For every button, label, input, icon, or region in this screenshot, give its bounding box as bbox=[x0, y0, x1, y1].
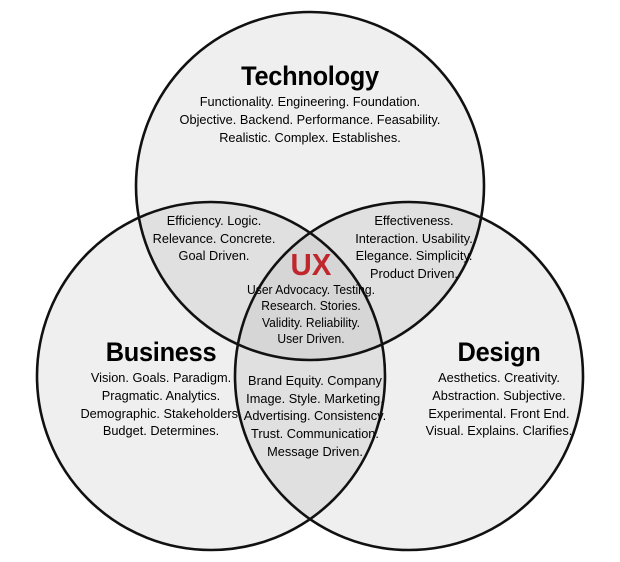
ux-line: User Driven. bbox=[277, 332, 345, 347]
technology-design-line: Product Driven. bbox=[370, 266, 458, 282]
technology-line: Objective. Backend. Performance. Feasabi… bbox=[179, 112, 441, 128]
business-line: Pragmatic. Analytics. bbox=[101, 388, 221, 404]
region-business: Business Vision. Goals. Paradigm. Pragma… bbox=[44, 338, 278, 440]
technology-business-line: Relevance. Concrete. bbox=[152, 230, 276, 246]
region-technology: Technology Functionality. Engineering. F… bbox=[168, 62, 452, 146]
technology-title: Technology bbox=[241, 61, 379, 91]
technology-design-line: Interaction. Usability. bbox=[355, 230, 473, 246]
ux-line: Validity. Reliability. bbox=[261, 315, 361, 330]
business-line: Demographic. Stakeholders. bbox=[80, 405, 242, 421]
business-design-line: Image. Style. Marketing. bbox=[246, 390, 384, 406]
business-design-line: Advertising. Consistency. bbox=[243, 408, 387, 424]
technology-design-line: Elegance. Simplicity. bbox=[355, 248, 473, 264]
region-technology-design-overlap: Effectiveness. Interaction. Usability. E… bbox=[336, 212, 492, 283]
technology-design-keywords: Effectiveness. Interaction. Usability. E… bbox=[339, 212, 489, 283]
overlap-center-fill bbox=[235, 202, 385, 360]
business-design-line: Message Driven. bbox=[267, 443, 363, 459]
business-line: Budget. Determines. bbox=[102, 423, 220, 439]
region-business-design-overlap: Brand Equity. Company Image. Style. Mark… bbox=[232, 372, 398, 460]
region-design: Design Aesthetics. Creativity. Abstracti… bbox=[396, 338, 602, 440]
ux-line: User Advocacy. Testing. bbox=[247, 283, 375, 297]
technology-line: Realistic. Complex. Establishes. bbox=[219, 129, 401, 145]
business-design-line: Trust. Communication. bbox=[251, 426, 379, 442]
business-design-line: Brand Equity. Company bbox=[248, 373, 382, 388]
design-line: Aesthetics. Creativity. bbox=[438, 370, 560, 386]
design-line: Experimental. Front End. bbox=[428, 405, 570, 421]
design-line: Visual. Explains. Clarifies. bbox=[425, 423, 573, 439]
technology-line: Functionality. Engineering. Foundation. bbox=[199, 94, 421, 110]
technology-business-line: Goal Driven. bbox=[178, 248, 250, 264]
region-center-ux: UX User Advocacy. Testing. Research. Sto… bbox=[238, 249, 384, 347]
ux-line: Research. Stories. bbox=[261, 299, 361, 314]
circle-technology-outline bbox=[134, 10, 486, 362]
technology-design-line: Effectiveness. bbox=[374, 213, 454, 228]
business-line: Vision. Goals. Paradigm. bbox=[90, 370, 232, 386]
design-keywords: Aesthetics. Creativity. Abstraction. Sub… bbox=[400, 369, 598, 440]
technology-business-line: Efficiency. Logic. bbox=[166, 213, 262, 228]
technology-keywords: Functionality. Engineering. Foundation. … bbox=[174, 93, 447, 146]
circle-design-outline bbox=[233, 200, 585, 552]
business-keywords: Vision. Goals. Paradigm. Pragmatic. Anal… bbox=[49, 369, 274, 440]
ux-title: UX bbox=[290, 247, 332, 282]
business-design-keywords: Brand Equity. Company Image. Style. Mark… bbox=[235, 372, 394, 460]
design-title: Design bbox=[457, 337, 541, 367]
business-title: Business bbox=[105, 337, 217, 367]
technology-business-keywords: Efficiency. Logic. Relevance. Concrete. … bbox=[143, 212, 285, 265]
ux-keywords: User Advocacy. Testing. Research. Storie… bbox=[241, 282, 381, 347]
circle-business-outline bbox=[35, 200, 387, 552]
design-line: Abstraction. Subjective. bbox=[432, 388, 566, 404]
region-technology-business-overlap: Efficiency. Logic. Relevance. Concrete. … bbox=[140, 212, 288, 265]
